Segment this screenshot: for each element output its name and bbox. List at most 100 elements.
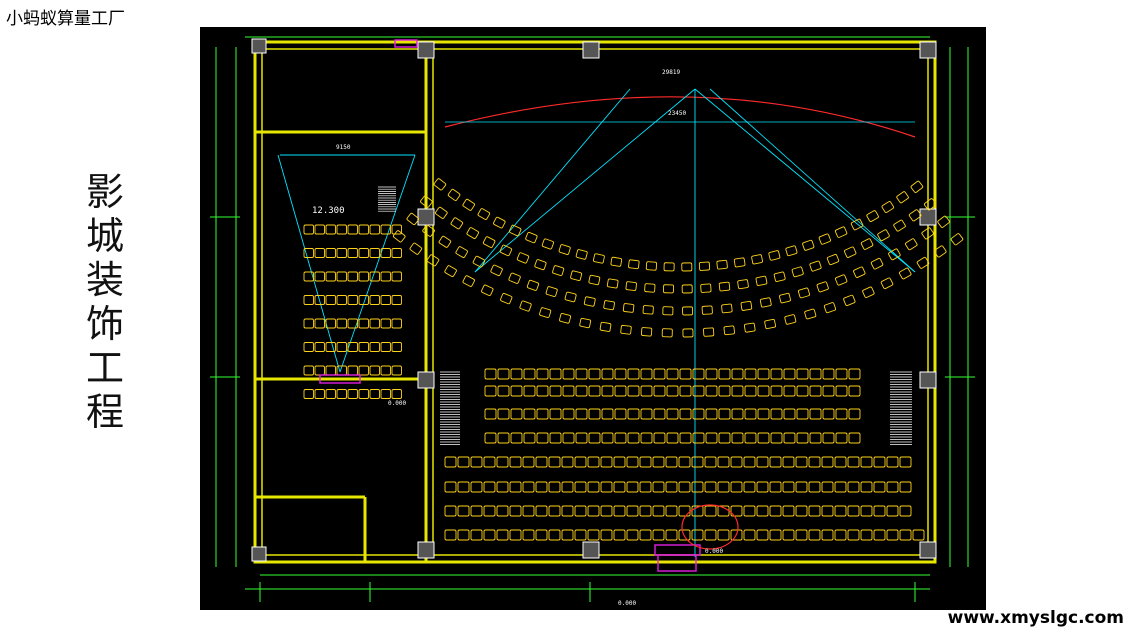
seat xyxy=(358,224,369,235)
seat xyxy=(757,432,770,444)
seat xyxy=(809,368,822,380)
seat xyxy=(450,217,464,230)
seat xyxy=(860,481,873,493)
seat xyxy=(704,456,717,468)
seat xyxy=(303,224,314,235)
seat xyxy=(535,505,548,517)
seat xyxy=(626,456,639,468)
seat xyxy=(663,262,675,272)
seat xyxy=(866,210,879,222)
seat xyxy=(509,224,522,237)
seat xyxy=(639,456,652,468)
seat xyxy=(704,529,717,541)
seat xyxy=(499,244,513,257)
seat xyxy=(561,529,574,541)
seat xyxy=(601,385,614,397)
seat xyxy=(593,253,605,264)
seat xyxy=(314,365,325,376)
seat xyxy=(797,287,811,299)
seat xyxy=(483,505,496,517)
seat xyxy=(804,308,817,320)
seat xyxy=(444,456,457,468)
seat xyxy=(888,248,901,261)
seat xyxy=(549,368,562,380)
seat xyxy=(796,408,809,420)
seat xyxy=(757,408,770,420)
seat xyxy=(444,529,457,541)
seat xyxy=(908,209,922,222)
seat xyxy=(639,481,652,493)
seat xyxy=(770,368,783,380)
seat xyxy=(613,481,626,493)
seat xyxy=(496,529,509,541)
seat xyxy=(606,278,619,289)
seat xyxy=(536,432,549,444)
seat xyxy=(303,248,314,258)
seat xyxy=(731,368,744,380)
seat xyxy=(380,389,391,399)
seat xyxy=(614,385,627,397)
seat xyxy=(899,481,912,493)
seat xyxy=(603,300,615,311)
seat xyxy=(358,271,369,282)
seat xyxy=(834,226,848,238)
seat xyxy=(860,529,873,541)
seat xyxy=(588,274,601,286)
seat xyxy=(873,456,886,468)
seat xyxy=(483,481,496,493)
seat xyxy=(523,432,536,444)
seat xyxy=(613,529,626,541)
seat xyxy=(899,456,912,468)
seat xyxy=(692,408,705,420)
seat xyxy=(733,257,746,268)
seat xyxy=(519,300,532,312)
seat xyxy=(426,254,440,267)
seat xyxy=(587,529,600,541)
seat xyxy=(744,432,757,444)
seat xyxy=(483,529,496,541)
seat xyxy=(444,265,457,277)
seat xyxy=(483,456,496,468)
seat xyxy=(862,286,875,298)
seat xyxy=(640,385,653,397)
seat xyxy=(850,218,864,231)
seat xyxy=(325,295,336,305)
seat xyxy=(910,180,924,193)
seat xyxy=(336,389,347,399)
seat xyxy=(718,368,731,380)
seat xyxy=(705,385,718,397)
dimension-label-inner: 23450 xyxy=(668,110,686,117)
seat xyxy=(853,266,866,278)
seat xyxy=(380,318,391,329)
seat xyxy=(535,456,548,468)
seat xyxy=(314,224,325,235)
seat xyxy=(380,271,391,282)
seat xyxy=(782,529,795,541)
seat xyxy=(701,305,713,315)
seat xyxy=(484,432,497,444)
seat xyxy=(678,505,691,517)
seat xyxy=(847,456,860,468)
seat xyxy=(358,248,369,258)
seat xyxy=(718,408,731,420)
seat xyxy=(782,505,795,517)
elevation-label: 12.300 xyxy=(312,206,345,216)
seat xyxy=(472,255,486,268)
seat xyxy=(802,239,815,251)
seat xyxy=(808,505,821,517)
seat xyxy=(588,408,601,420)
seat xyxy=(899,505,912,517)
seat xyxy=(588,432,601,444)
seat xyxy=(391,271,402,282)
seat xyxy=(692,432,705,444)
seat xyxy=(509,505,522,517)
structural-columns xyxy=(251,38,937,562)
seat xyxy=(627,368,640,380)
seat xyxy=(835,274,848,286)
dimension-label-top: 29819 xyxy=(662,69,680,76)
seat xyxy=(574,529,587,541)
seat xyxy=(679,368,692,380)
seat xyxy=(823,302,837,314)
seat xyxy=(484,368,497,380)
seat xyxy=(391,318,402,329)
